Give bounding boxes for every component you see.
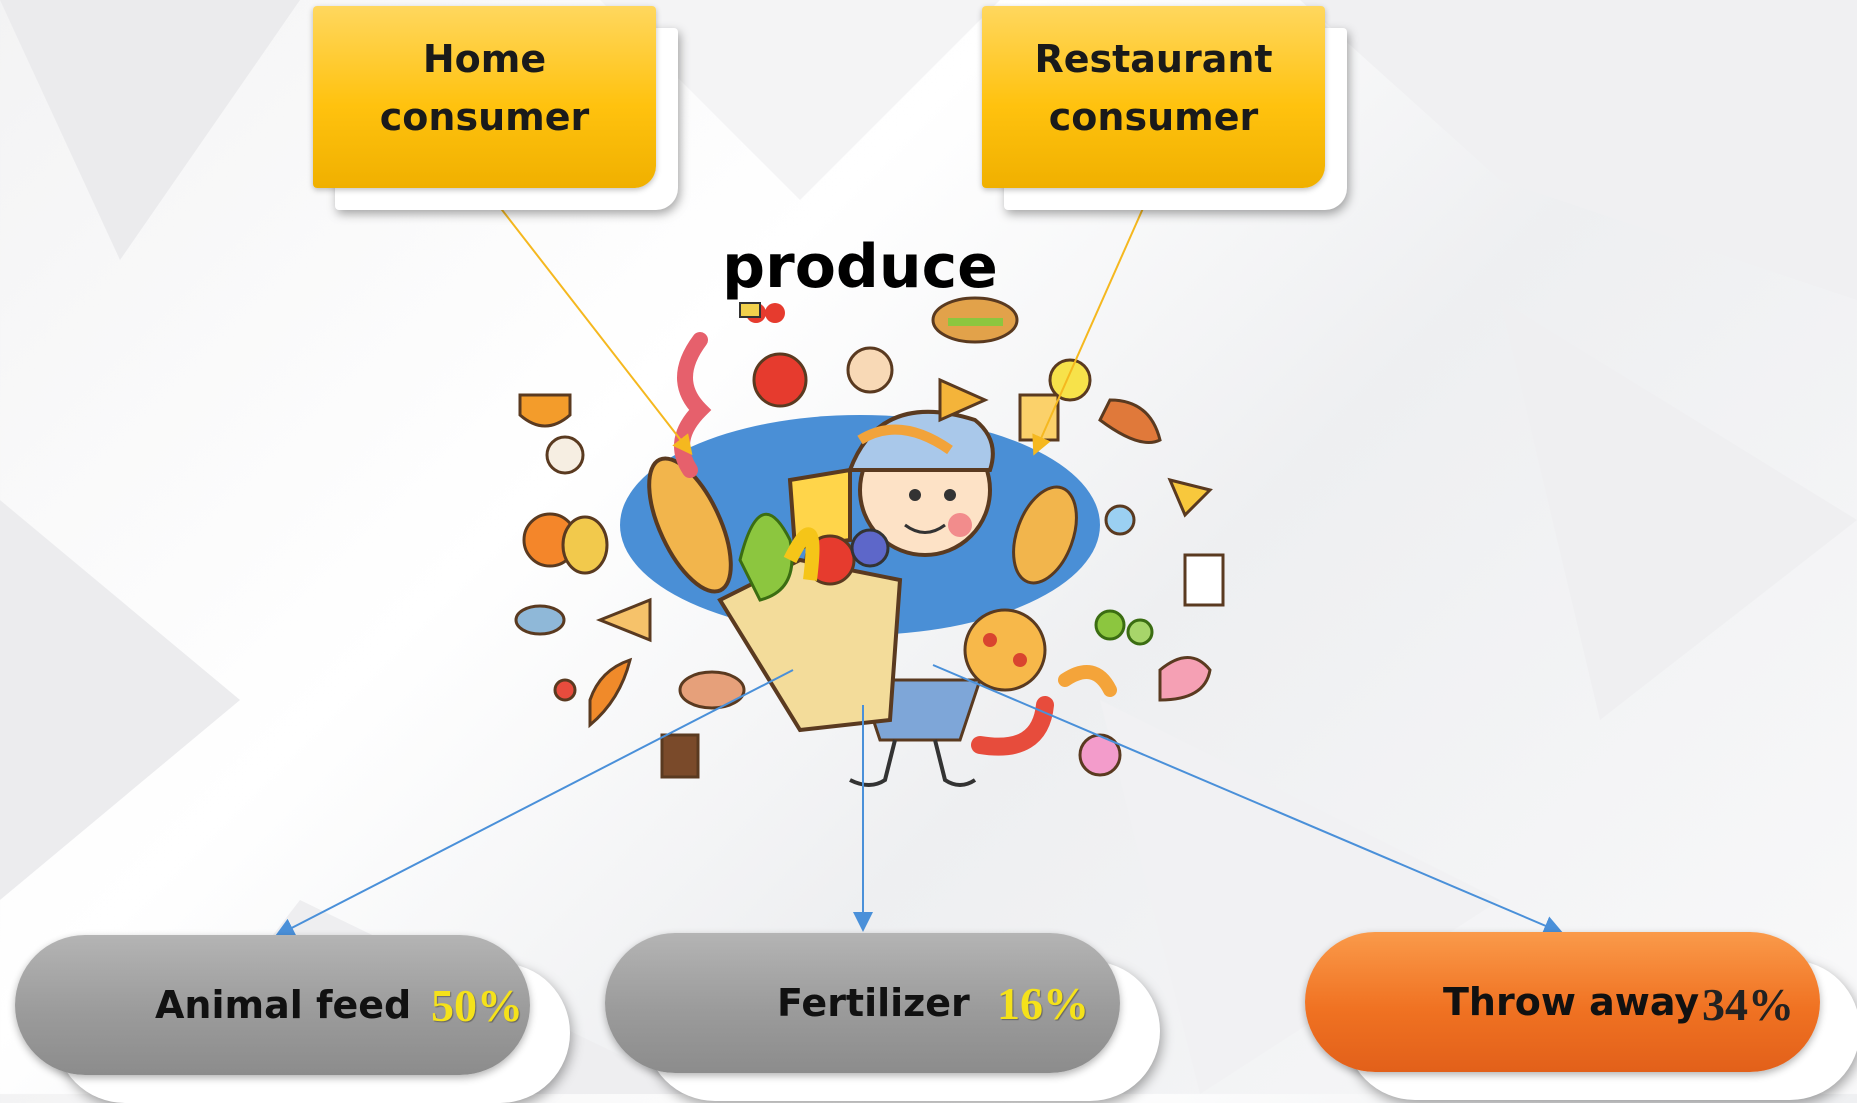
animal-feed-percent: 50% [431, 980, 523, 1031]
arrow-restaurant-to-produce [1032, 187, 1153, 456]
fertilizer-percent: 16% [997, 978, 1089, 1029]
restaurant-consumer-label: Restaurant consumer [1034, 37, 1273, 139]
animal-feed-label: Animal feed [155, 983, 412, 1027]
arrow-to-throw-away [932, 664, 1564, 935]
produce-title: produce [722, 232, 998, 302]
throw-away-box: Throw away 34% [1305, 932, 1857, 1100]
throw-away-percent: 34% [1702, 979, 1794, 1030]
home-consumer-label: Home consumer [379, 37, 590, 139]
throw-away-label: Throw away [1443, 980, 1700, 1024]
fertilizer-box: Fertilizer 16% [605, 933, 1160, 1101]
arrow-home-to-produce [484, 187, 693, 456]
animal-feed-box: Animal feed 50% [15, 935, 570, 1103]
fertilizer-label: Fertilizer [777, 981, 970, 1025]
restaurant-consumer-box: Restaurant consumer [982, 6, 1347, 210]
home-consumer-box: Home consumer [313, 6, 678, 210]
arrow-to-animal-feed [274, 669, 794, 937]
